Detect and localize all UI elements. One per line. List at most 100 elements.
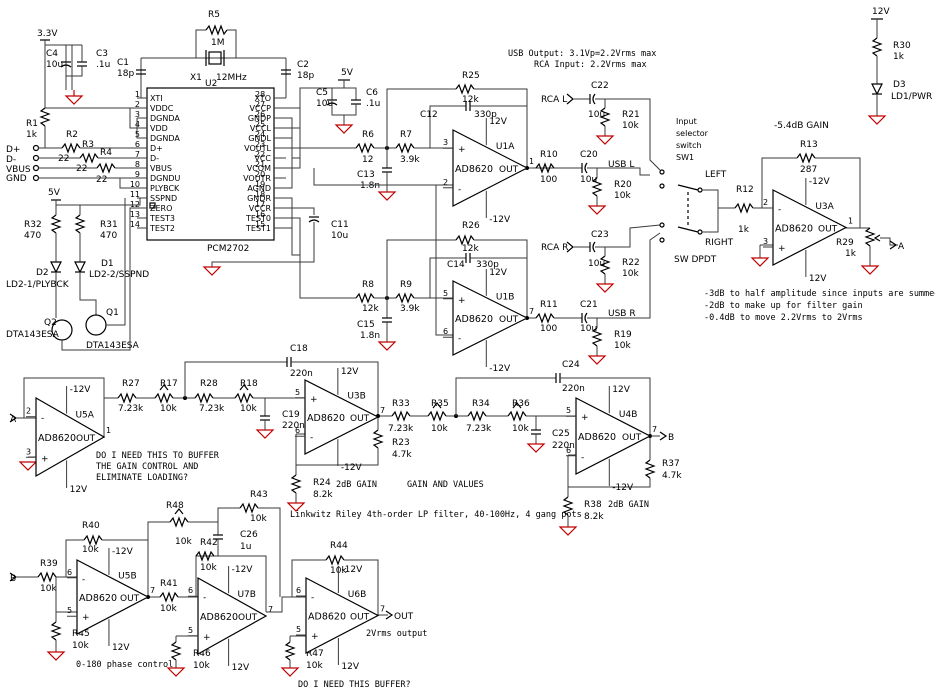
wire — [344, 87, 357, 100]
switch-contact — [659, 183, 665, 189]
selector-label-4: SW1 — [676, 153, 694, 162]
ground-icon — [377, 191, 397, 201]
r8-ref: R8 — [362, 280, 374, 290]
opamp-part: AD8620 — [200, 612, 238, 623]
wire — [435, 185, 453, 241]
wire — [227, 29, 237, 58]
r36-value: 10k — [512, 424, 529, 434]
r38-value: 8.2k — [584, 512, 604, 522]
pot-wiper-arrow — [432, 402, 442, 409]
c6-ref: C6 — [366, 88, 378, 98]
ic-u2-pin-name: DGNDU — [150, 174, 181, 183]
r7-value: 3.9k — [400, 155, 420, 165]
potentiometer-r17 — [154, 392, 174, 404]
note-buffer-3: ELIMINATE LOADING? — [96, 473, 188, 483]
ic-u2-pin-number: 9 — [135, 170, 140, 179]
ground-icon — [286, 502, 306, 512]
r21-ref: R21 — [622, 110, 640, 120]
r42-ref: R42 — [200, 538, 218, 548]
ground-icon — [255, 429, 275, 439]
ic-u2-pin-number: 11 — [130, 190, 140, 199]
r21-value: 10k — [622, 121, 639, 131]
r2-ref: R2 — [66, 130, 78, 140]
input-selector-switch[interactable]: Input selector switch SW1 LEFT RIGHT SW … — [659, 117, 735, 265]
label-usb-r: USB R — [608, 309, 636, 319]
resistor-r31 — [74, 214, 86, 234]
ground-icon — [334, 124, 354, 134]
opamp-part: AD8620 — [455, 314, 493, 325]
wire — [587, 167, 650, 176]
wire — [56, 204, 81, 215]
ground-icon — [867, 115, 887, 125]
r17-ref: R17 — [160, 379, 178, 389]
wire — [274, 138, 293, 189]
opamp-part: AD8620 — [38, 433, 76, 444]
note-gain-2db-a: 2dB GAIN — [336, 480, 377, 490]
r13-ref: R13 — [800, 140, 818, 150]
opamp-input-sign: - — [311, 593, 314, 603]
opamp-out-label: OUT — [238, 613, 258, 623]
q2-value: DTA143ESA — [6, 330, 60, 340]
ic-u2-pin-name: TEST1 — [245, 224, 271, 233]
c20-ref: C20 — [580, 150, 598, 160]
opamp-pin-number: 5 — [566, 406, 571, 415]
opamp-ref: U1B — [496, 293, 515, 303]
r20-value: 10k — [614, 191, 631, 201]
ic-u2-pin-name: GNDR — [247, 194, 271, 203]
gain-note-2: -2dB to make up for filter gain — [704, 301, 863, 311]
wire — [435, 240, 453, 336]
resistor-r33 — [391, 410, 411, 422]
wire — [274, 107, 301, 169]
resistor-r5 — [205, 24, 228, 36]
opamp-input-sign: + — [203, 633, 211, 643]
r1-ref: R1 — [26, 119, 38, 129]
opamp-rail-label: -12V — [809, 177, 831, 187]
crystal-section: R5 1M X1 12MHz C1 18p C2 18p — [117, 10, 314, 99]
opamp-body — [76, 559, 150, 635]
ic-u2-pin-number: 2 — [135, 100, 140, 109]
r28-value: 7.23k — [199, 404, 225, 414]
port-12v: 12V — [872, 7, 890, 17]
r35-ref: R35 — [431, 399, 449, 409]
r32-ref: R32 — [24, 220, 42, 230]
wire — [61, 207, 147, 351]
wire — [79, 272, 97, 315]
ic-u2-pin-name: VCCP — [250, 104, 272, 113]
led-section: 5V R32 470 R31 470 D2 LD2-1/PLYBCK D1 LD… — [6, 188, 149, 351]
wire — [474, 239, 528, 318]
q1-value: DTA143ESA — [86, 341, 140, 351]
wire — [66, 66, 83, 77]
wire — [568, 478, 651, 488]
ic-u2-pin-name: VDDC — [150, 104, 174, 113]
r8-value: 12k — [362, 304, 379, 314]
ic-u2-pin-number: 21 — [255, 160, 265, 169]
r39-value: 10k — [40, 584, 57, 594]
note-gain-values: GAIN AND VALUES — [407, 480, 484, 490]
opamp-out-label: OUT — [818, 225, 838, 235]
ic-u2-pin-number: 6 — [135, 140, 140, 149]
resistor-r10 — [535, 162, 555, 174]
supply-33v: 3.3V C4 10u C3 .1u R1 1k — [26, 29, 147, 148]
opamp-pin-number: 7 — [652, 425, 657, 434]
opamp-rail-label: 12V — [489, 117, 507, 127]
r27-value: 7.23k — [118, 404, 144, 414]
ground-icon — [587, 355, 607, 365]
opamp-pin-number: 6 — [443, 327, 448, 336]
r6-ref: R6 — [362, 130, 374, 140]
wire — [80, 197, 147, 206]
r43-value: 10k — [250, 514, 267, 524]
opamp-input-sign: + — [82, 613, 90, 623]
c24-ref: C24 — [562, 360, 580, 370]
cap-c11 — [308, 219, 320, 223]
r39-ref: R39 — [40, 559, 58, 569]
opamp-rail-label: 12V — [70, 485, 88, 495]
pot-wiper-arrow — [239, 384, 249, 391]
ic-u2-pin-name: TEST3 — [149, 214, 175, 223]
wire — [65, 539, 84, 577]
ic-u2-pin-name: GNDL — [248, 134, 271, 143]
gain-note-1: -3dB to half amplitude since inputs are … — [704, 289, 935, 299]
ic-u2-pin-name: D+ — [150, 144, 163, 153]
opamp-rail-label: 12V — [112, 643, 130, 653]
